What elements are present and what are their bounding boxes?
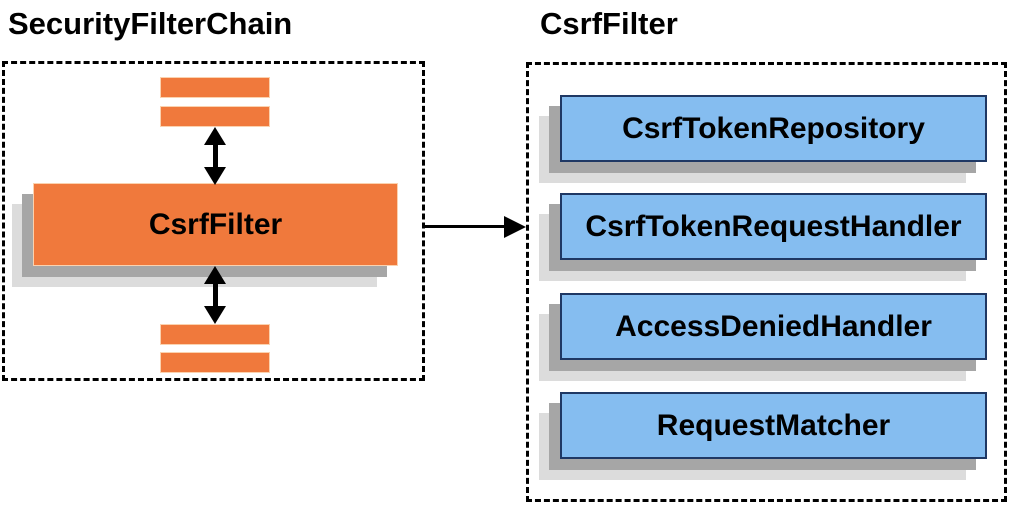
arrowhead-up-icon [204, 266, 226, 284]
component-label: AccessDeniedHandler [615, 309, 932, 343]
component-box-request-matcher: RequestMatcher [560, 392, 987, 459]
filter-chain-bar-bottom-1 [160, 324, 270, 345]
arrow-shaft [212, 280, 218, 310]
component-box-csrf-token-repository: CsrfTokenRepository [560, 95, 987, 162]
security-filter-chain-container [2, 61, 425, 381]
component-label: CsrfTokenRepository [622, 111, 925, 145]
filter-chain-bar-bottom-2 [160, 352, 270, 373]
component-label: CsrfTokenRequestHandler [585, 209, 962, 243]
csrf-filter-container [526, 62, 1007, 502]
double-arrow-bottom-icon [202, 266, 228, 324]
arrowhead-right-icon [504, 216, 526, 238]
arrowhead-up-icon [204, 127, 226, 145]
flow-arrow-icon [425, 215, 526, 239]
arrow-shaft [212, 141, 218, 171]
csrf-filter-box-label: CsrfFilter [148, 207, 283, 241]
component-label: RequestMatcher [656, 408, 891, 442]
double-arrow-top-icon [202, 127, 228, 185]
component-box-access-denied-handler: AccessDeniedHandler [560, 293, 987, 360]
filter-chain-bar-top-2 [160, 106, 270, 127]
csrf-filter-box: CsrfFilter [33, 183, 398, 266]
arrow-shaft [425, 225, 507, 228]
arrowhead-down-icon [204, 306, 226, 324]
filter-chain-bar-top-1 [160, 77, 270, 98]
left-panel-title: SecurityFilterChain [8, 6, 293, 41]
component-box-csrf-token-request-handler: CsrfTokenRequestHandler [560, 193, 987, 260]
right-panel-title: CsrfFilter [540, 6, 678, 41]
arrowhead-down-icon [204, 167, 226, 185]
